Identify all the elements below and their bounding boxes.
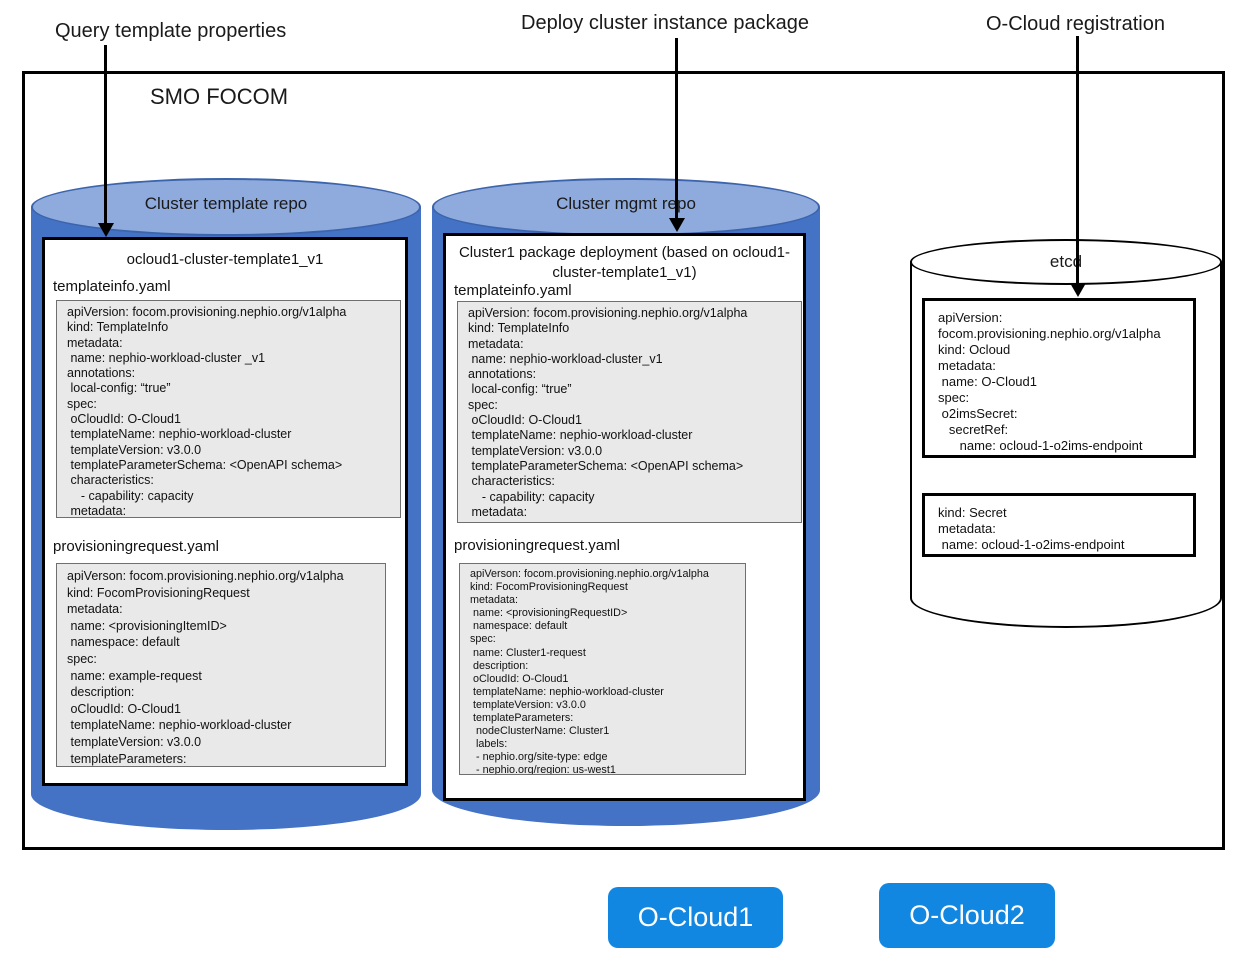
etcd-label: etcd bbox=[1049, 252, 1083, 271]
smo-focom-title: SMO FOCOM bbox=[150, 84, 289, 109]
cylinder-top-ellipse: Cluster template repo bbox=[31, 178, 421, 236]
etcd-cylinder: etcd apiVersion: focom.provisioning.neph… bbox=[910, 239, 1222, 628]
cluster-mgmt-repo-label: Cluster mgmt repo bbox=[556, 194, 696, 213]
etcd-ocloud-record: apiVersion: focom.provisioning.nephio.or… bbox=[922, 298, 1196, 458]
templateinfo-file-label: templateinfo.yaml bbox=[454, 282, 572, 299]
query-arrow bbox=[97, 45, 114, 237]
template-package-box: ocloud1-cluster-template1_v1 templateinf… bbox=[42, 237, 408, 786]
cylinder-top-ellipse: etcd bbox=[910, 239, 1222, 285]
mgmt-package-box: Cluster1 package deployment (based on oc… bbox=[443, 233, 806, 801]
deploy-cluster-package-label: Deploy cluster instance package bbox=[521, 12, 809, 34]
cluster-template-repo-label: Cluster template repo bbox=[144, 194, 308, 213]
mgmt-package-title: Cluster1 package deployment (based on oc… bbox=[458, 244, 791, 281]
etcd-secret-record: kind: Secret metadata: name: ocloud-1-o2… bbox=[922, 493, 1196, 557]
cylinder-top-ellipse: Cluster mgmt repo bbox=[432, 178, 820, 236]
template-package-title: ocloud1-cluster-template1_v1 bbox=[126, 251, 324, 268]
ocloud2-node: O-Cloud2 bbox=[879, 883, 1055, 948]
templateinfo-yaml-content: apiVersion: focom.provisioning.nephio.or… bbox=[457, 301, 802, 523]
ocloud1-node: O-Cloud1 bbox=[608, 887, 783, 948]
query-template-properties-label: Query template properties bbox=[55, 20, 287, 42]
provisioningrequest-file-label: provisioningrequest.yaml bbox=[53, 538, 219, 555]
ocloud-registration-label: O-Cloud registration bbox=[986, 13, 1165, 35]
arrow-down-icon bbox=[1069, 283, 1086, 297]
arrow-down-icon bbox=[668, 218, 685, 232]
templateinfo-yaml-content: apiVersion: focom.provisioning.nephio.or… bbox=[56, 300, 401, 518]
deploy-arrow bbox=[668, 38, 685, 232]
registration-arrow bbox=[1069, 36, 1086, 297]
provisioningrequest-file-label: provisioningrequest.yaml bbox=[454, 537, 620, 554]
arrow-down-icon bbox=[97, 223, 114, 237]
templateinfo-file-label: templateinfo.yaml bbox=[53, 278, 171, 295]
provisioningrequest-yaml-content: apiVerson: focom.provisioning.nephio.org… bbox=[56, 563, 386, 767]
provisioningrequest-yaml-content: apiVerson: focom.provisioning.nephio.org… bbox=[459, 563, 746, 775]
